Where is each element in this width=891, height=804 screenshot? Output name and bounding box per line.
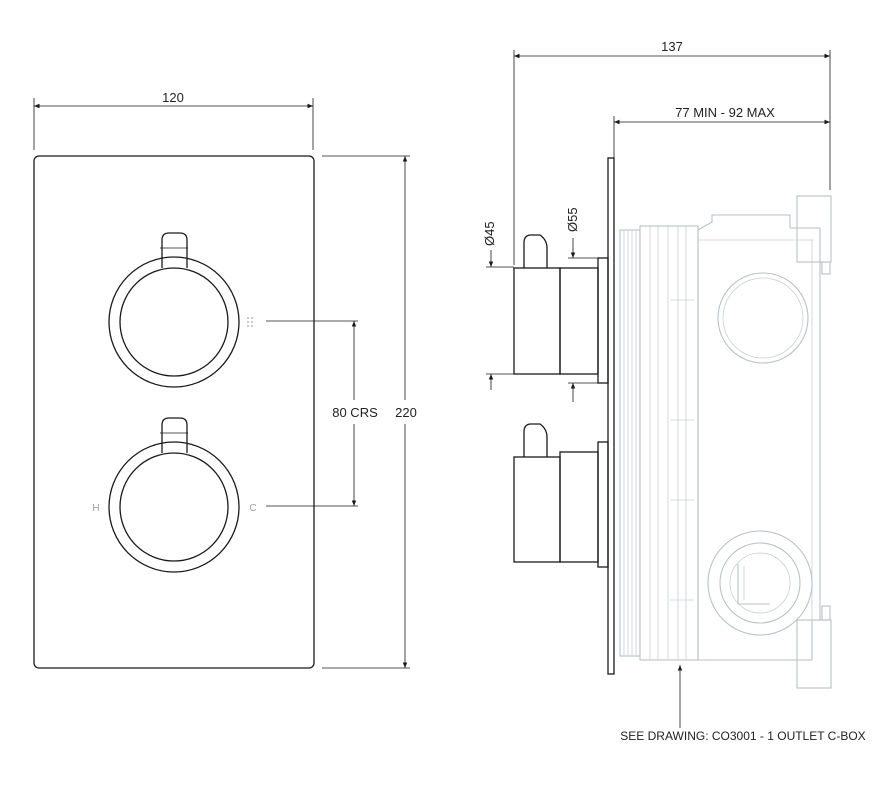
side-view: 137 77 MIN - 92 MAX Ø45 Ø55 — [482, 39, 866, 743]
wall-depth-dimension: 77 MIN - 92 MAX — [613, 105, 830, 158]
centres-dimension: 80 CRS — [266, 320, 378, 507]
collar-diameter-dimension: Ø55 — [565, 207, 600, 402]
bottom-handle — [108, 417, 240, 573]
flow-indicator-icon — [247, 317, 253, 327]
overall-depth-dimension: 137 — [513, 39, 831, 265]
plate-width-label: 120 — [162, 90, 184, 105]
overall-depth-label: 137 — [661, 39, 683, 54]
top-handle — [108, 232, 240, 388]
bottom-handle-side — [513, 423, 609, 568]
collar-diameter-label: Ø55 — [565, 207, 580, 232]
top-handle-side — [513, 234, 609, 384]
mixer-body — [619, 195, 832, 689]
reference-note: SEE DRAWING: CO3001 - 1 OUTLET C-BOX — [620, 729, 865, 743]
wall-depth-label: 77 MIN - 92 MAX — [675, 105, 775, 120]
handle-diameter-label: Ø45 — [482, 221, 497, 246]
plate-height-label: 220 — [395, 405, 417, 420]
centres-label: 80 CRS — [332, 405, 378, 420]
cover-plate — [33, 155, 315, 669]
front-view: 120 H C — [33, 90, 417, 669]
wall-plate — [607, 157, 615, 675]
plate-width-dimension: 120 — [33, 90, 314, 150]
handle-diameter-dimension: Ø45 — [482, 221, 514, 390]
plate-height-dimension: 220 — [322, 155, 417, 669]
hot-label: H — [92, 503, 99, 514]
cold-label: C — [249, 503, 256, 514]
